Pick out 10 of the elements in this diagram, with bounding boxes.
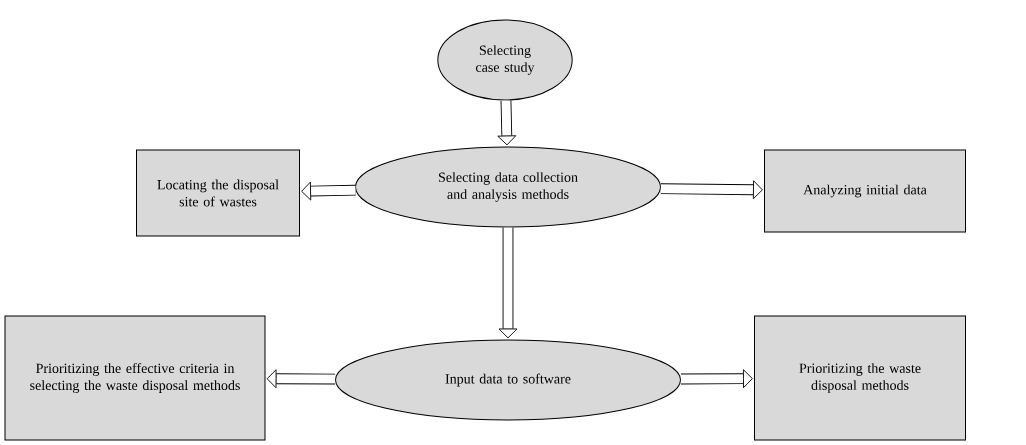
- block-arrow: [680, 369, 753, 389]
- block-arrow: [660, 180, 763, 200]
- process-box: Locating the disposal site of wastes: [136, 149, 300, 237]
- process-box: Prioritizing the waste disposal methods: [754, 315, 966, 441]
- block-arrow: [266, 369, 336, 389]
- process-box: Prioritizing the effective criteria in selecting the waste disposal methods: [4, 315, 266, 441]
- process-box: Analyzing initial data: [764, 149, 966, 233]
- block-arrow: [301, 181, 356, 201]
- block-arrow: [497, 100, 517, 146]
- block-arrow: [498, 227, 518, 339]
